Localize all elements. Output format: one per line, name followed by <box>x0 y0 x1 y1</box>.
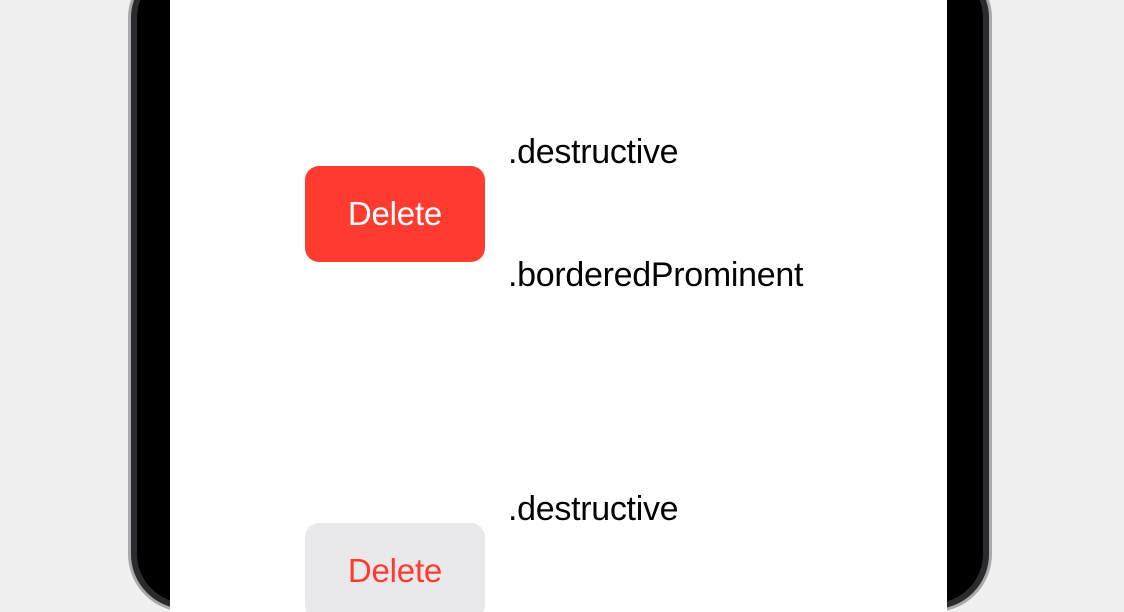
device-screen: Delete .destructive .borderedProminent D… <box>170 0 947 612</box>
delete-button-bordered-prominent[interactable]: Delete <box>305 166 485 262</box>
style-label: .destructive .borderedProminent <box>508 50 803 378</box>
button-row: Delete .destructive .bordered <box>305 407 945 612</box>
preview-canvas: Delete .destructive .borderedProminent D… <box>128 0 992 612</box>
button-row: Delete .destructive .borderedProminent <box>305 50 945 378</box>
button-style-list: Delete .destructive .borderedProminent D… <box>305 50 945 612</box>
style-label-line-1: .destructive <box>508 490 679 528</box>
style-label: .destructive .bordered <box>508 407 679 612</box>
style-label-line-1: .destructive <box>508 133 679 171</box>
style-label-line-2: .borderedProminent <box>508 256 804 294</box>
delete-button-bordered[interactable]: Delete <box>305 523 485 612</box>
